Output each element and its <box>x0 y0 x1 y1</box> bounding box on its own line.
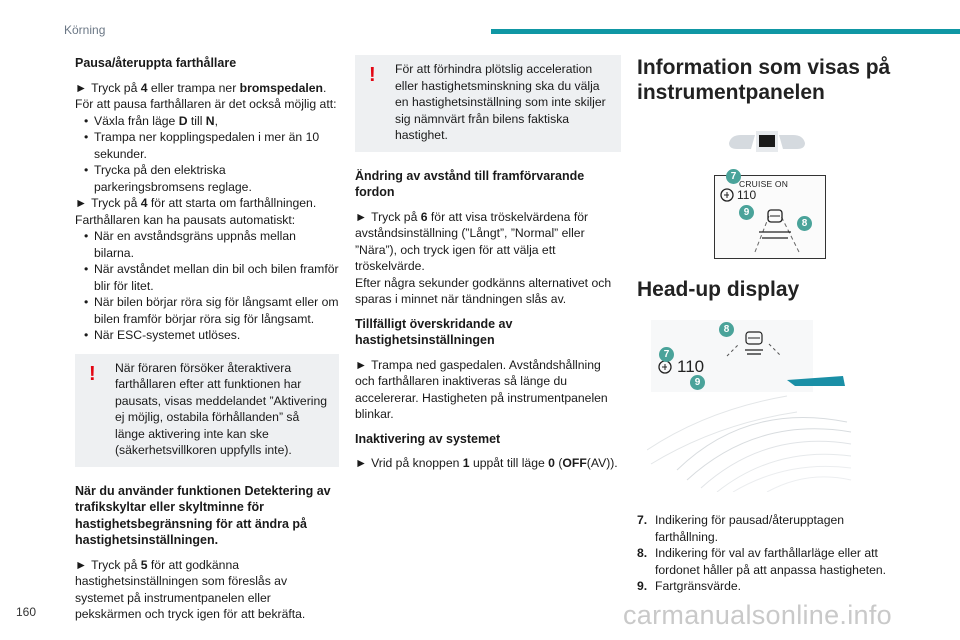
paragraph-pause: ►Tryck på 4 eller trampa ner bromspedale… <box>75 80 337 112</box>
column-right: Information som visas på instrumentpanel… <box>637 55 897 595</box>
warning-icon: ! <box>369 64 376 86</box>
list-item: Trycka på den elektriska parkeringsbroms… <box>75 162 339 195</box>
callout-8: 8 <box>797 216 812 231</box>
callout-7: 7 <box>659 347 674 362</box>
legend-item: 7.Indikering för pausad/återupptagen far… <box>637 513 845 544</box>
paragraph-distance: ►Tryck på 6 för att visa tröskelvärdena … <box>355 209 612 307</box>
arrow-icon: ► <box>355 209 368 224</box>
legend-item: 8.Indikering för val av farthållarläge e… <box>637 546 887 577</box>
callout-legend: 7.Indikering för pausad/återupptagen far… <box>637 512 897 595</box>
legend-item: 9.Fartgränsvärde. <box>637 579 742 593</box>
heading-override: Tillfälligt överskridande av hastighetsi… <box>355 316 513 348</box>
heading-instrument-info: Information som visas på instrumentpanel… <box>637 56 891 104</box>
column-middle: ! För att förhindra plötslig acceleratio… <box>355 55 621 480</box>
heading-hud: Head-up display <box>637 278 800 301</box>
list-item: Trampa ner kopplingspedalen i mer än 10 … <box>75 129 339 162</box>
heading-sign-detection: När du använder funktionen Detektering a… <box>75 483 331 548</box>
watermark: carmanualsonline.info <box>623 600 892 630</box>
arrow-icon: ► <box>355 357 368 372</box>
callout-7: 7 <box>726 169 741 184</box>
arrow-icon: ► <box>355 456 368 470</box>
list-item: Växla från läge D till N, <box>75 113 339 130</box>
dashboard-location-icon <box>637 123 897 175</box>
paragraph-confirm-speed: ►Tryck på 5 för att godkänna hastighetsi… <box>75 557 306 622</box>
cluster-speed: 110 <box>737 188 757 202</box>
head-up-display-illustration: 110 8 7 9 <box>647 320 853 492</box>
header-accent-bar <box>491 29 960 34</box>
heading-distance: Ändring av avstånd till framförvarande f… <box>355 168 585 200</box>
heading-deactivate: Inaktivering av systemet <box>355 431 501 446</box>
list-item: När bilen börjar röra sig för långsamt e… <box>75 294 339 327</box>
heading-pause: Pausa/återuppta farthållare <box>75 56 237 70</box>
warning-icon: ! <box>89 362 96 385</box>
auto-pause-list: När en avståndsgräns uppnås mellan bilar… <box>75 228 339 344</box>
warning-box: ! När föraren försöker återaktivera fart… <box>75 353 339 467</box>
column-left: Pausa/återuppta farthållare ►Tryck på 4 … <box>75 55 339 631</box>
instrument-cluster-illustration: CRUISE ON 110 7 9 8 <box>714 169 826 259</box>
cruise-on-label: CRUISE ON <box>739 179 789 189</box>
list-item: När avståndet mellan din bil och bilen f… <box>75 261 339 294</box>
arrow-icon: ► <box>75 80 88 95</box>
pause-options-list: Växla från läge D till N, Trampa ner kop… <box>75 113 339 196</box>
list-item: När ESC-systemet utlöses. <box>75 327 339 344</box>
arrow-icon: ► <box>75 196 88 210</box>
list-item: När en avståndsgräns uppnås mellan bilar… <box>75 228 339 261</box>
warning-box: ! För att förhindra plötslig acceleratio… <box>355 55 621 152</box>
arrow-icon: ► <box>75 557 88 572</box>
warning-text: När föraren försöker återaktivera farthå… <box>115 360 328 458</box>
page-number: 160 <box>16 605 37 619</box>
callout-9: 9 <box>739 205 754 220</box>
paragraph-override: ►Trampa ned gaspedalen. Avståndshållning… <box>355 357 608 422</box>
callout-9: 9 <box>690 375 705 390</box>
section-title: Körning <box>64 23 106 37</box>
paragraph-restart: ►Tryck på 4 för att starta om farthållni… <box>75 196 317 227</box>
callout-8: 8 <box>719 322 734 337</box>
paragraph-deactivate: ►Vrid på knoppen 1 uppåt till läge 0 (OF… <box>355 456 618 470</box>
hud-speed: 110 <box>677 357 705 376</box>
warning-text: För att förhindra plötslig acceleration … <box>395 62 606 142</box>
